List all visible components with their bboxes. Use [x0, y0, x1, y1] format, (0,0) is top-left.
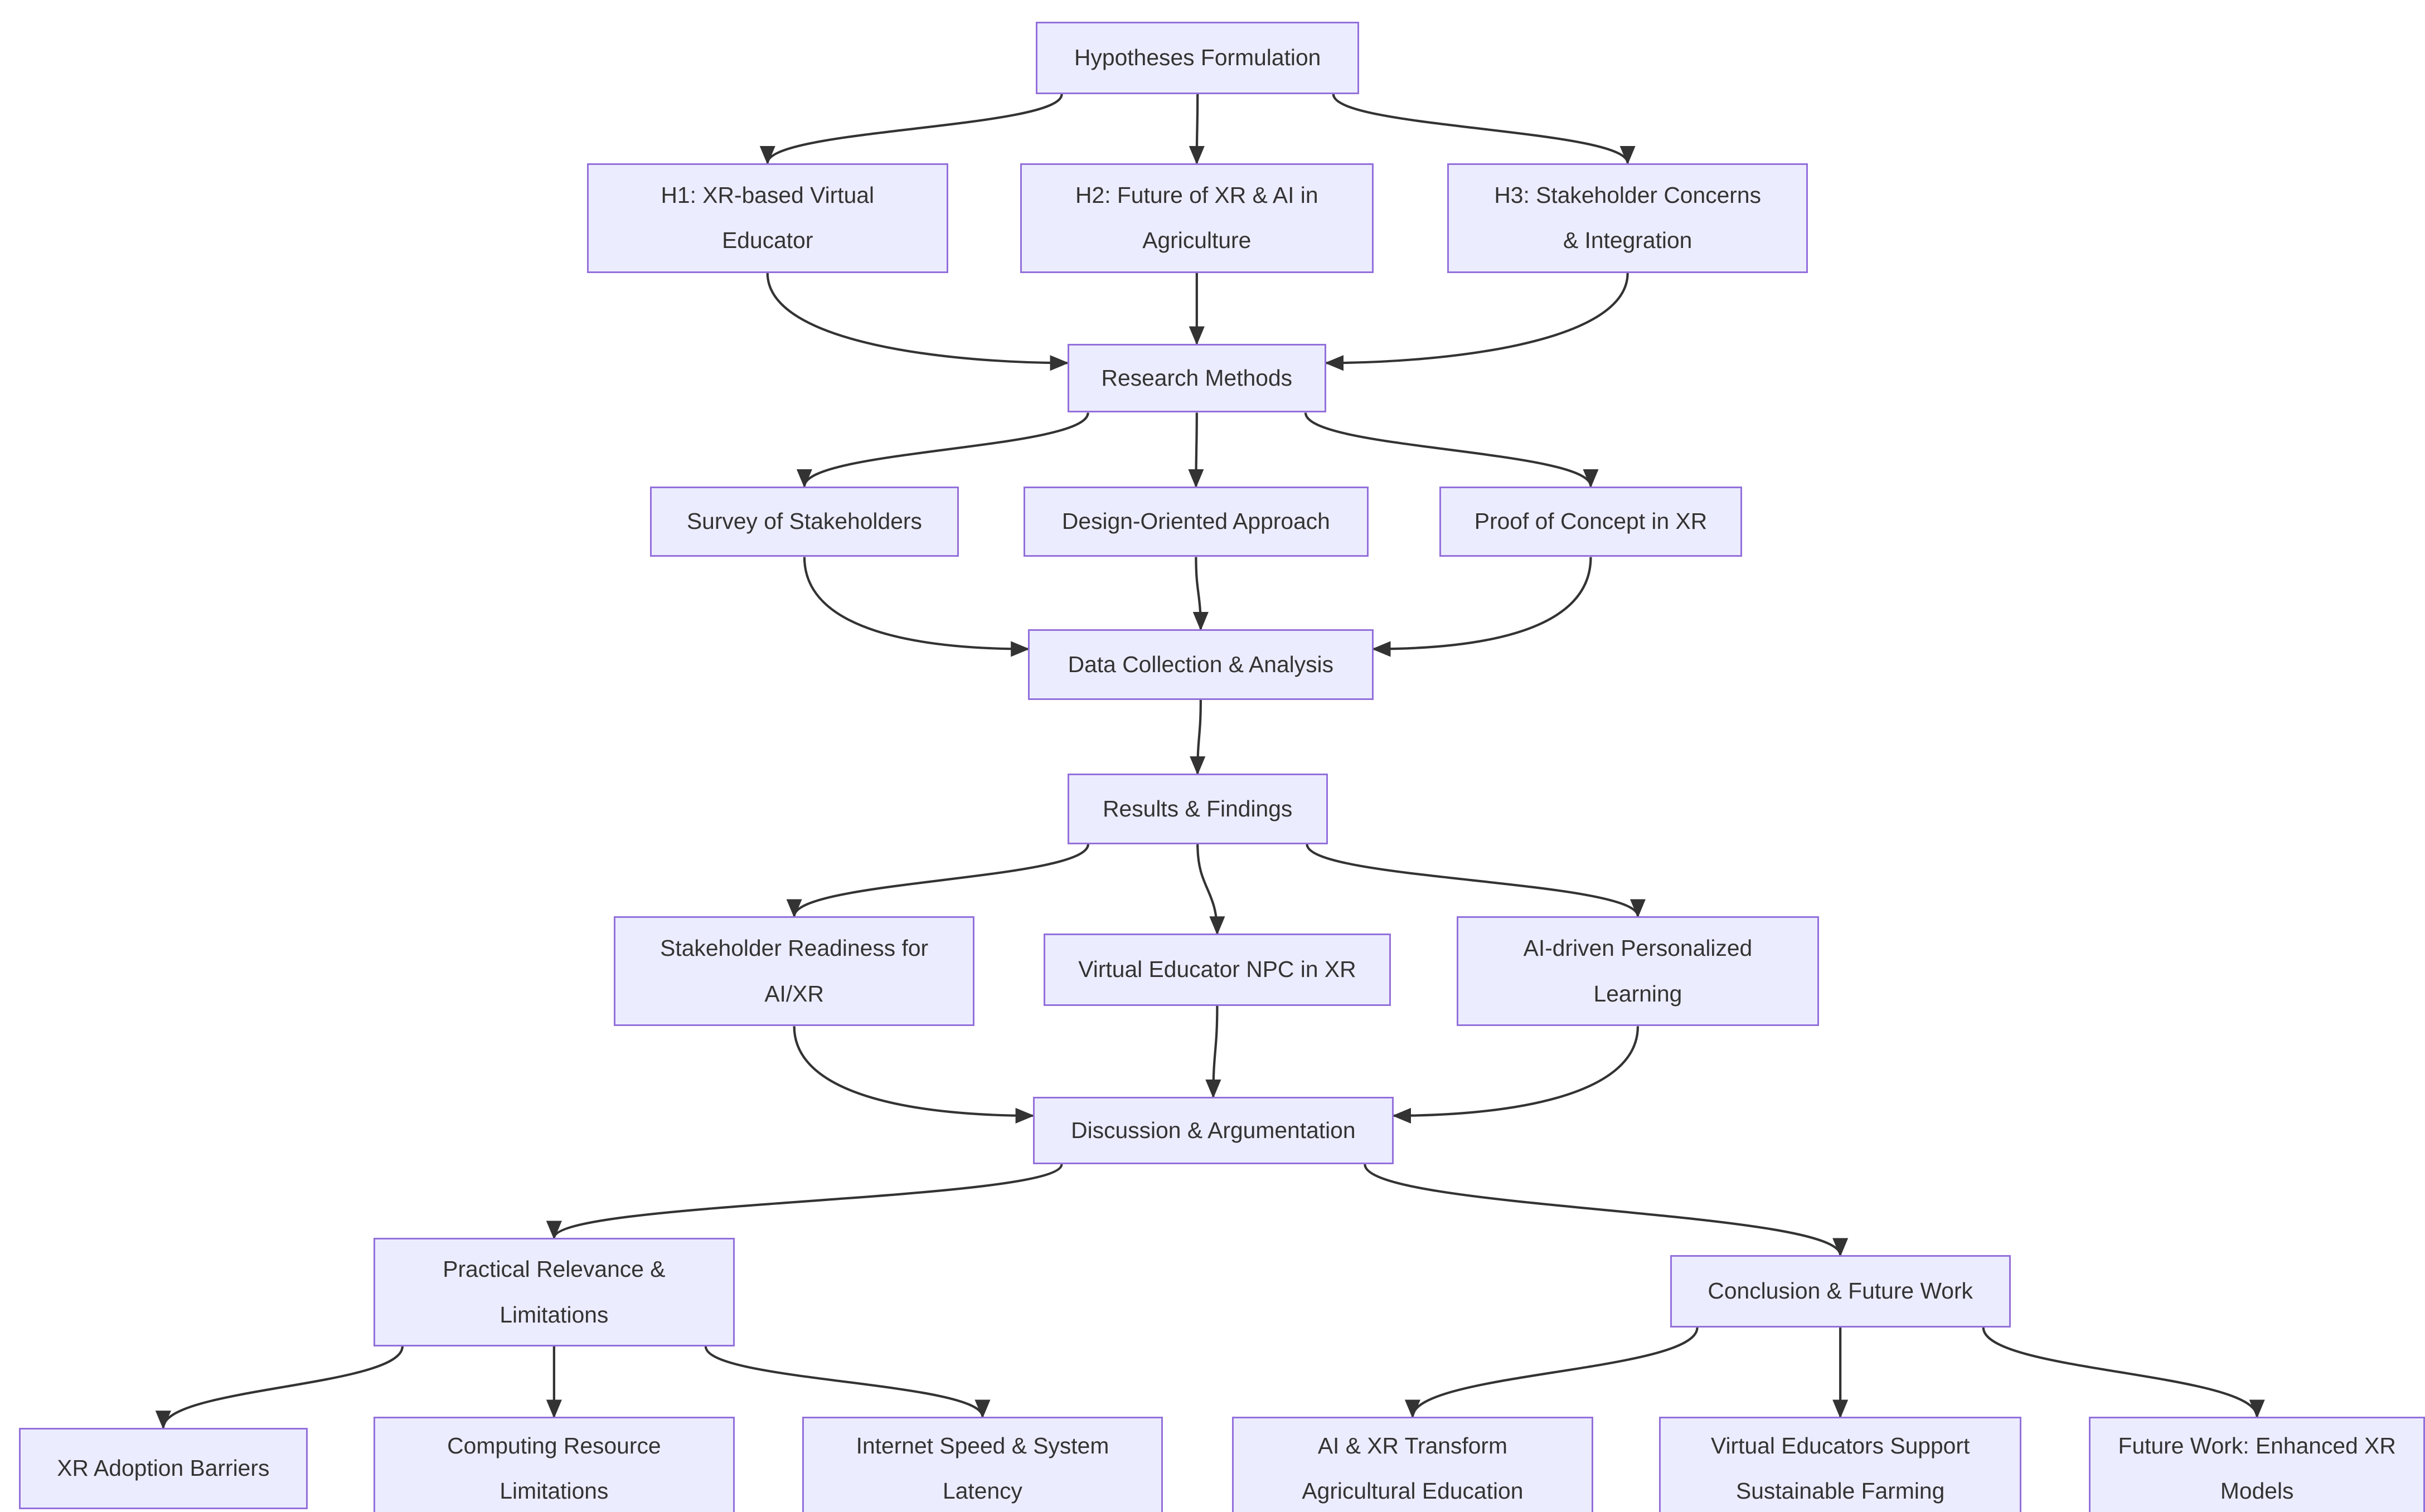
node-survey: Survey of Stakeholders [649, 486, 959, 557]
node-label: Research Methods [1101, 364, 1293, 391]
edge-h1-methods [766, 273, 1069, 371]
node-label: Discussion & Argumentation [1071, 1117, 1356, 1143]
node-methods: Research Methods [1067, 343, 1327, 413]
node-label: Agriculture [1142, 227, 1252, 254]
edge-hypotheses-h1 [759, 94, 1063, 165]
node-label: Practical Relevance & [443, 1256, 666, 1282]
node-label: H3: Stakeholder Concerns [1494, 182, 1761, 208]
node-label: Survey of Stakeholders [686, 508, 922, 534]
edge-practical-barriers [155, 1346, 404, 1430]
node-label: Learning [1593, 980, 1682, 1007]
edge-proof-data [1371, 557, 1592, 657]
node-label: Hypotheses Formulation [1074, 45, 1321, 71]
node-label: & Integration [1563, 227, 1692, 254]
edge-methods-proof [1304, 412, 1599, 488]
edge-h3-methods [1325, 273, 1629, 371]
node-label: Limitations [499, 1478, 609, 1504]
node-label: Proof of Concept in XR [1474, 508, 1708, 534]
node-design: Design-Oriented Approach [1023, 486, 1369, 557]
node-npc: Virtual Educator NPC in XR [1044, 934, 1391, 1006]
edge-npc-discussion [1205, 1005, 1221, 1098]
node-label: Computing Resource [447, 1432, 661, 1458]
node-label: Educator [722, 227, 813, 254]
node-barriers: XR Adoption Barriers [18, 1428, 308, 1510]
edge-methods-survey [797, 412, 1089, 488]
node-proof: Proof of Concept in XR [1439, 486, 1743, 557]
edge-conclusion-transform [1405, 1327, 1699, 1419]
node-data: Data Collection & Analysis [1028, 629, 1374, 700]
edge-practical-latency [704, 1346, 991, 1419]
edge-results-ailearning [1306, 844, 1646, 918]
node-label: Internet Speed & System [856, 1432, 1109, 1458]
node-label: AI & XR Transform [1317, 1432, 1508, 1458]
edge-survey-data [803, 557, 1030, 657]
node-practical: Practical Relevance & Limitations [374, 1238, 735, 1346]
edge-data-results [1190, 699, 1206, 775]
node-label: AI/XR [764, 980, 824, 1007]
node-label: H1: XR-based Virtual [661, 182, 875, 208]
edge-discussion-conclusion [1364, 1164, 1848, 1257]
node-label: Stakeholder Readiness for [660, 935, 929, 961]
edge-ailearning-discussion [1392, 1026, 1640, 1124]
node-conclusion: Conclusion & Future Work [1670, 1255, 2011, 1328]
node-discussion: Discussion & Argumentation [1032, 1097, 1394, 1165]
node-label: Agricultural Education [1302, 1478, 1524, 1504]
node-h2: H2: Future of XR & AI in Agriculture [1020, 163, 1374, 273]
node-label: Design-Oriented Approach [1061, 508, 1330, 534]
node-label: AI-driven Personalized [1523, 935, 1753, 961]
edge-hypotheses-h3 [1332, 94, 1636, 165]
node-label: XR Adoption Barriers [57, 1455, 270, 1481]
node-label: Latency [943, 1478, 1022, 1504]
node-label: H2: Future of XR & AI in [1075, 182, 1318, 208]
edge-results-npc [1196, 844, 1225, 936]
node-hypotheses: Hypotheses Formulation [1036, 22, 1360, 94]
node-label: Results & Findings [1103, 795, 1293, 821]
node-label: Conclusion & Future Work [1708, 1278, 1973, 1304]
node-futurework: Future Work: Enhanced XR Models [2089, 1417, 2425, 1512]
node-results: Results & Findings [1067, 774, 1328, 844]
edge-readiness-discussion [793, 1026, 1035, 1124]
edge-discussion-practical [546, 1164, 1063, 1240]
edge-conclusion-futurework [1982, 1327, 2265, 1419]
edge-design-data [1192, 557, 1209, 631]
node-label: Models [2220, 1478, 2294, 1504]
node-label: Virtual Educators Support [1710, 1432, 1970, 1458]
node-label: Future Work: Enhanced XR [2118, 1432, 2396, 1458]
node-h3: H3: Stakeholder Concerns & Integration [1447, 163, 1808, 273]
node-label: Sustainable Farming [1736, 1478, 1945, 1504]
edge-results-readiness [786, 844, 1090, 918]
node-label: Data Collection & Analysis [1068, 651, 1334, 677]
node-label: Virtual Educator NPC in XR [1078, 956, 1356, 983]
node-label: Limitations [499, 1301, 609, 1328]
